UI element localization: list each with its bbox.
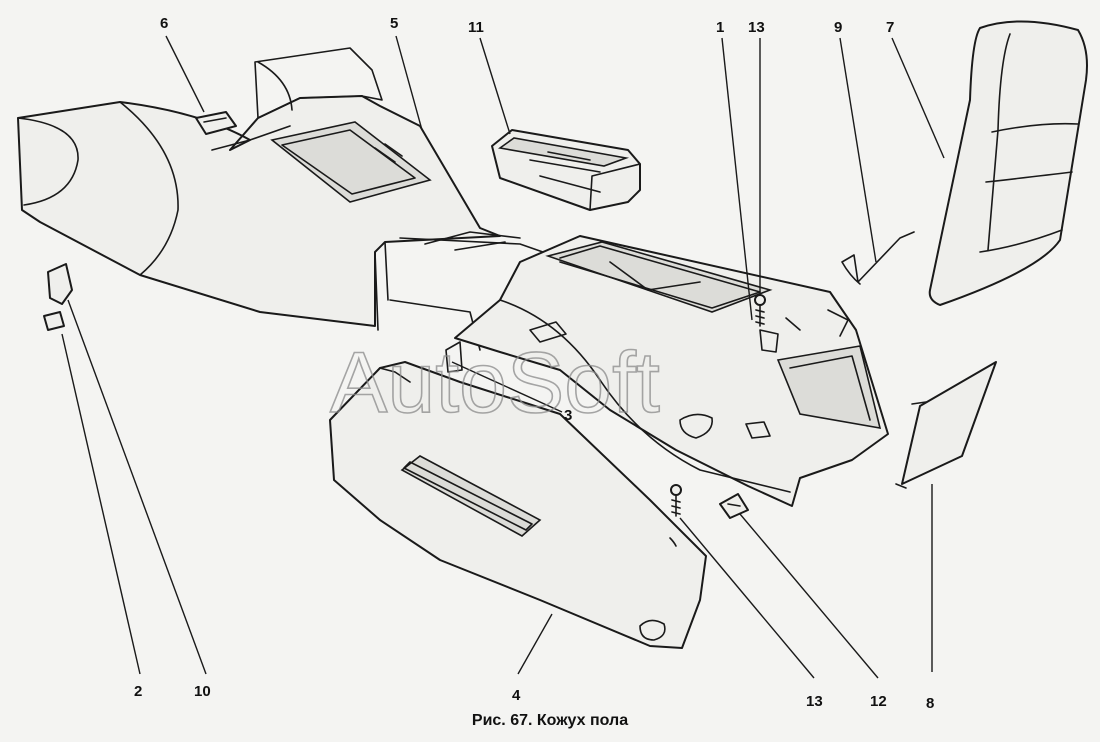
part-13-screw-bottom — [670, 484, 682, 517]
watermark-text: AutoSoft — [330, 335, 660, 431]
callout-10: 10 — [194, 683, 211, 700]
figure-caption: Рис. 67. Кожух пола — [471, 712, 629, 729]
callout-9: 9 — [834, 19, 842, 36]
part-4-side-panel — [329, 361, 707, 649]
part-11-tray — [491, 129, 641, 211]
part-7-armrest-cover — [928, 20, 1088, 306]
callout-3: 3 — [564, 407, 572, 424]
callout-12: 12 — [870, 693, 887, 710]
callout-13-bottom: 13 — [806, 693, 823, 710]
part-6-clip — [195, 111, 237, 135]
part-10-clip — [47, 263, 73, 305]
part-9-wire-spring — [841, 231, 915, 285]
leader-lines — [61, 35, 945, 679]
callout-6: 6 — [160, 15, 168, 32]
part-5-front-console — [17, 47, 561, 351]
callout-4: 4 — [512, 687, 521, 704]
part-12-clip — [719, 493, 749, 519]
callout-7: 7 — [886, 19, 894, 36]
callout-5: 5 — [390, 15, 398, 32]
callout-labels: 6 5 11 1 13 9 7 3 2 10 4 13 12 8 — [134, 15, 934, 712]
part-13-screw-top — [754, 294, 766, 327]
callout-8: 8 — [926, 695, 934, 712]
part-1-rear-console — [445, 235, 889, 507]
part-2-clip — [43, 311, 65, 331]
callout-11: 11 — [468, 19, 484, 36]
callout-2: 2 — [134, 683, 142, 700]
callout-1: 1 — [716, 19, 724, 36]
callout-13-top: 13 — [748, 19, 765, 36]
part-8-lid — [895, 361, 997, 489]
